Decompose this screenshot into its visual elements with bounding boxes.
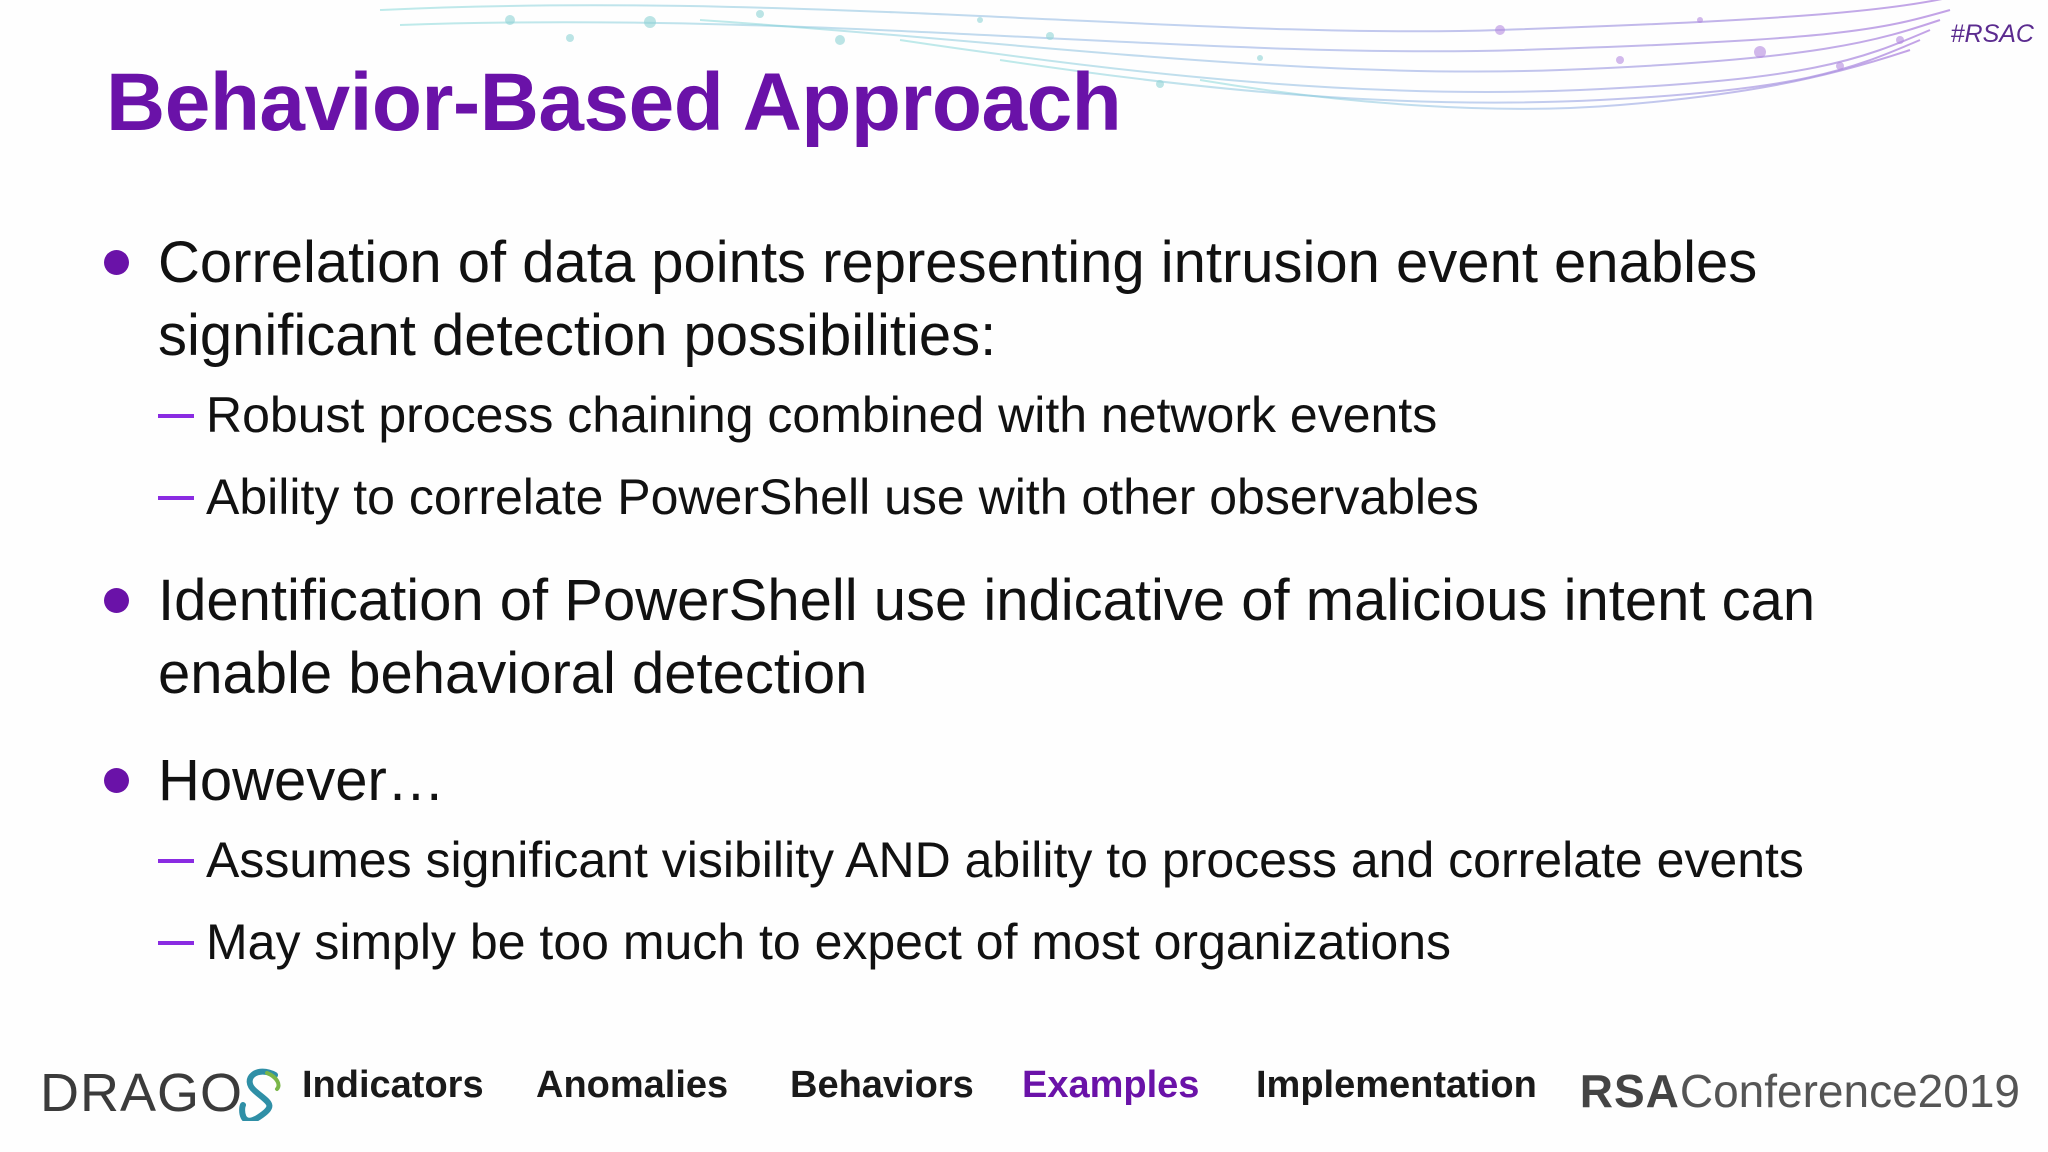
- sub-bullet-text: Assumes significant visibility AND abili…: [206, 832, 1804, 888]
- dash-icon: [158, 941, 194, 945]
- footer-bar: DRAGO Indicators Anomalies Behaviors Exa…: [0, 1050, 2048, 1130]
- rsa-conference-logo: RSAConference2019: [1580, 1064, 2020, 1118]
- sub-bullet-text: May simply be too much to expect of most…: [206, 914, 1452, 970]
- nav-examples[interactable]: Examples: [1022, 1064, 1200, 1106]
- bullet-list: Correlation of data points representing …: [104, 226, 2004, 983]
- rsa-logo-light: Conference2019: [1679, 1065, 2020, 1117]
- bullet-item-however: However…: [104, 744, 2004, 817]
- bullet-dot-icon: [104, 250, 129, 275]
- rsa-logo-bold: RSA: [1579, 1065, 1680, 1117]
- dash-icon: [158, 414, 194, 418]
- sub-bullet-item: Assumes significant visibility AND abili…: [104, 819, 2004, 901]
- dash-icon: [158, 496, 194, 500]
- bullet-item-identification: Identification of PowerShell use indicat…: [104, 564, 2004, 710]
- sub-bullet-text: Ability to correlate PowerShell use with…: [206, 469, 1479, 525]
- nav-behaviors[interactable]: Behaviors: [790, 1064, 974, 1106]
- dragos-s-swirl-icon: [239, 1068, 281, 1121]
- bullet-text: However…: [158, 748, 445, 813]
- bullet-item-correlation: Correlation of data points representing …: [104, 226, 2004, 372]
- nav-implementation[interactable]: Implementation: [1256, 1064, 1537, 1106]
- hashtag-label: #RSAC: [1950, 20, 2034, 48]
- slide-title: Behavior-Based Approach: [106, 57, 1122, 148]
- nav-anomalies[interactable]: Anomalies: [536, 1064, 729, 1106]
- bullet-text: Identification of PowerShell use indicat…: [158, 568, 1816, 706]
- dash-icon: [158, 859, 194, 863]
- bullet-dot-icon: [104, 588, 129, 613]
- sub-bullet-item: Ability to correlate PowerShell use with…: [104, 456, 2004, 538]
- logo-text: DRAGO: [40, 1063, 244, 1123]
- sub-bullet-item: May simply be too much to expect of most…: [104, 901, 2004, 983]
- dragos-logo: DRAGO: [40, 1062, 287, 1124]
- nav-indicators[interactable]: Indicators: [302, 1064, 484, 1106]
- bullet-text: Correlation of data points representing …: [158, 230, 1758, 368]
- sub-bullet-item: Robust process chaining combined with ne…: [104, 374, 2004, 456]
- sub-bullet-text: Robust process chaining combined with ne…: [206, 387, 1438, 443]
- bullet-dot-icon: [104, 768, 129, 793]
